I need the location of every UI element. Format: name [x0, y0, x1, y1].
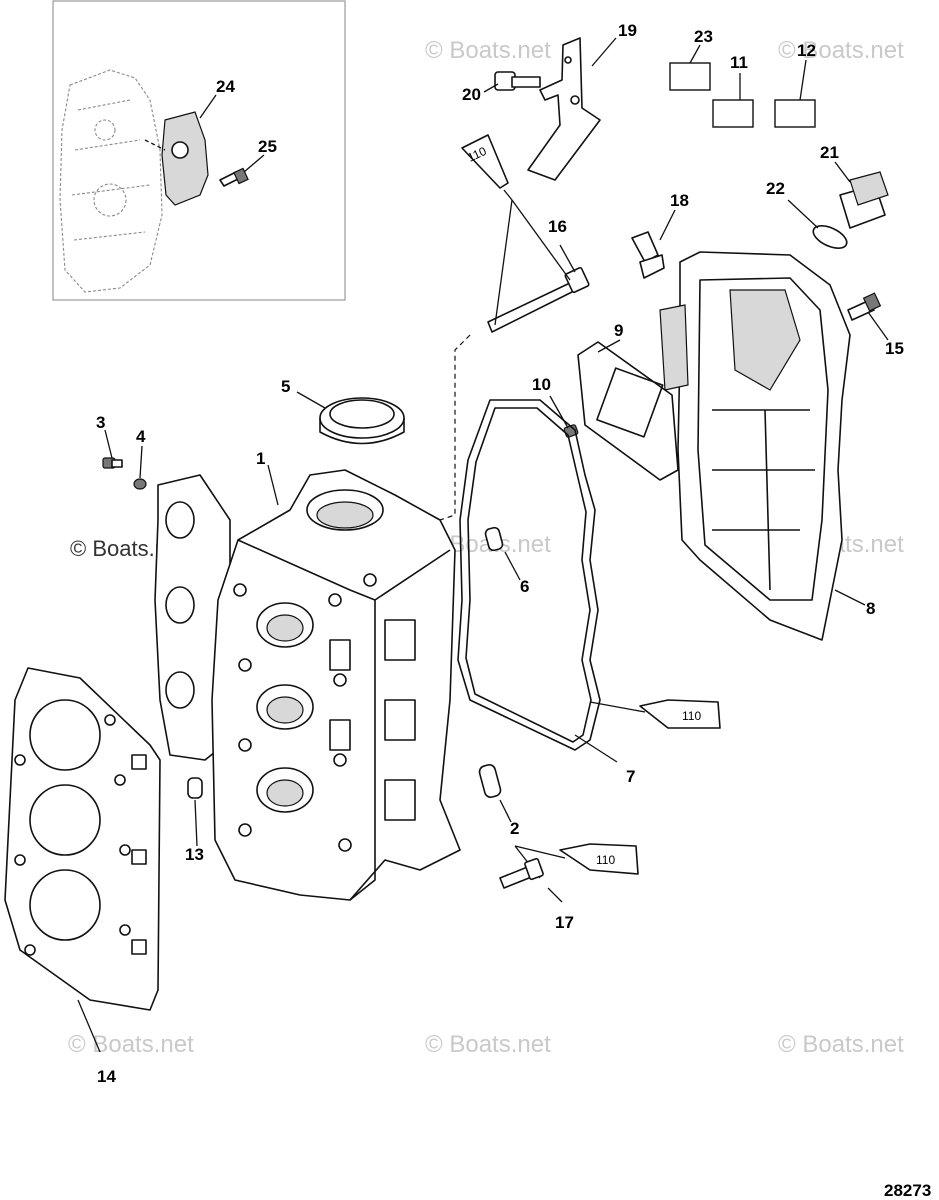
bolt-17 — [499, 857, 544, 889]
callout-labels: 1 2 3 4 5 6 7 8 9 10 11 12 13 14 15 16 1… — [96, 21, 904, 1086]
watermark: © Boats.net — [68, 1031, 194, 1058]
callout-21: 21 — [820, 143, 839, 162]
box-item-12 — [774, 99, 816, 128]
o-ring-22 — [812, 225, 848, 249]
box-item-11 — [712, 99, 754, 128]
callout-7: 7 — [626, 767, 635, 786]
plug-21 — [839, 171, 889, 229]
inset-detail — [52, 0, 346, 301]
callout-25: 25 — [258, 137, 277, 156]
head-gasket-14 — [4, 667, 161, 1011]
bolt-15 — [847, 292, 882, 321]
callout-23: 23 — [694, 27, 713, 46]
callout-5: 5 — [281, 377, 290, 396]
callout-4: 4 — [136, 427, 146, 446]
callout-9: 9 — [614, 321, 623, 340]
leader-lines — [77, 37, 889, 1053]
callout-3: 3 — [96, 413, 105, 432]
seal-5 — [319, 397, 405, 445]
callout-14: 14 — [97, 1067, 116, 1086]
callout-18: 18 — [670, 191, 689, 210]
callout-8: 8 — [866, 599, 875, 618]
callout-20: 20 — [462, 85, 481, 104]
box-item-23 — [669, 62, 711, 91]
callout-15: 15 — [885, 339, 904, 358]
callout-10: 10 — [532, 375, 551, 394]
dowel-13 — [187, 777, 203, 799]
plate-9 — [577, 341, 679, 481]
callout-6: 6 — [520, 577, 529, 596]
callout-13: 13 — [185, 845, 204, 864]
sealant-tube-right: 110 — [589, 699, 721, 729]
callout-2: 2 — [510, 819, 519, 838]
callout-24: 24 — [216, 77, 235, 96]
gasket-7-inner — [465, 407, 592, 743]
watermark: © Boats.net — [425, 1031, 551, 1058]
bolt-20 — [494, 71, 541, 91]
sealant-tube-top: 110 — [461, 134, 513, 201]
sealant-label: 110 — [682, 709, 701, 723]
callout-22: 22 — [766, 179, 785, 198]
sealant-label: 110 — [596, 853, 615, 867]
callout-17: 17 — [555, 913, 574, 932]
callout-11: 11 — [730, 53, 748, 72]
guide-line — [409, 334, 471, 531]
bracket-19 — [527, 37, 601, 181]
watermark: © Boats.net — [425, 37, 551, 64]
fitting-18 — [631, 231, 665, 279]
callout-12: 12 — [797, 41, 816, 60]
washer-4 — [133, 478, 147, 490]
cover-8 — [659, 251, 851, 641]
screw-3 — [102, 457, 123, 469]
reference-number: 28273 — [884, 1181, 931, 1200]
watermark: © Boats.net — [778, 1031, 904, 1058]
exhaust-plate — [154, 474, 231, 761]
dowel-6 — [484, 526, 504, 552]
callout-16: 16 — [548, 217, 567, 236]
dowel-2 — [478, 764, 502, 798]
cylinder-head-1 — [211, 469, 461, 901]
gasket-7 — [457, 399, 601, 751]
callout-19: 19 — [618, 21, 637, 40]
callout-1: 1 — [256, 449, 265, 468]
watermark: © Boats.net — [778, 37, 904, 64]
bolt-16 — [487, 199, 590, 333]
